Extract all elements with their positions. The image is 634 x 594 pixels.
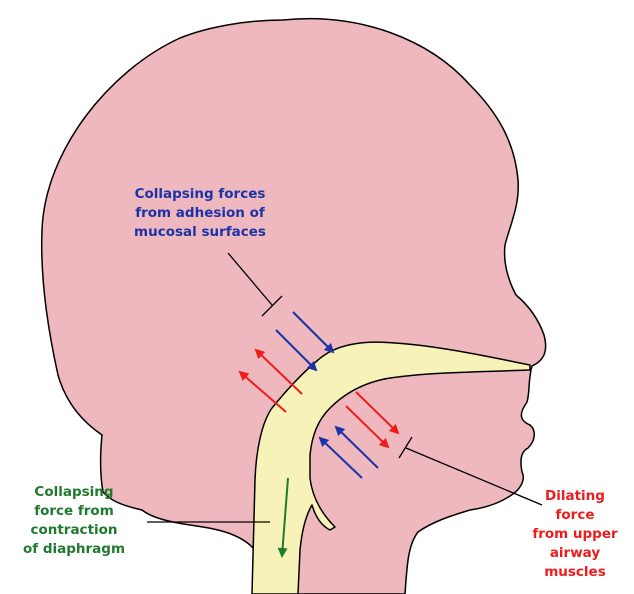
label-line: force <box>520 506 630 525</box>
label-line: contraction <box>4 521 144 540</box>
label-line: airway <box>520 544 630 563</box>
label-line: of diaphragm <box>4 540 144 559</box>
label-dilating-force: Dilating force from upper airway muscles <box>520 487 630 582</box>
label-collapsing-diaphragm: Collapsing force from contraction of dia… <box>4 483 144 559</box>
label-line: Collapsing <box>4 483 144 502</box>
label-line: mucosal surfaces <box>110 223 290 242</box>
label-line: from upper <box>520 525 630 544</box>
label-line: from adhesion of <box>110 204 290 223</box>
label-line: Collapsing forces <box>110 185 290 204</box>
label-line: force from <box>4 502 144 521</box>
label-line: muscles <box>520 563 630 582</box>
label-line: Dilating <box>520 487 630 506</box>
label-collapsing-adhesion: Collapsing forces from adhesion of mucos… <box>110 185 290 242</box>
